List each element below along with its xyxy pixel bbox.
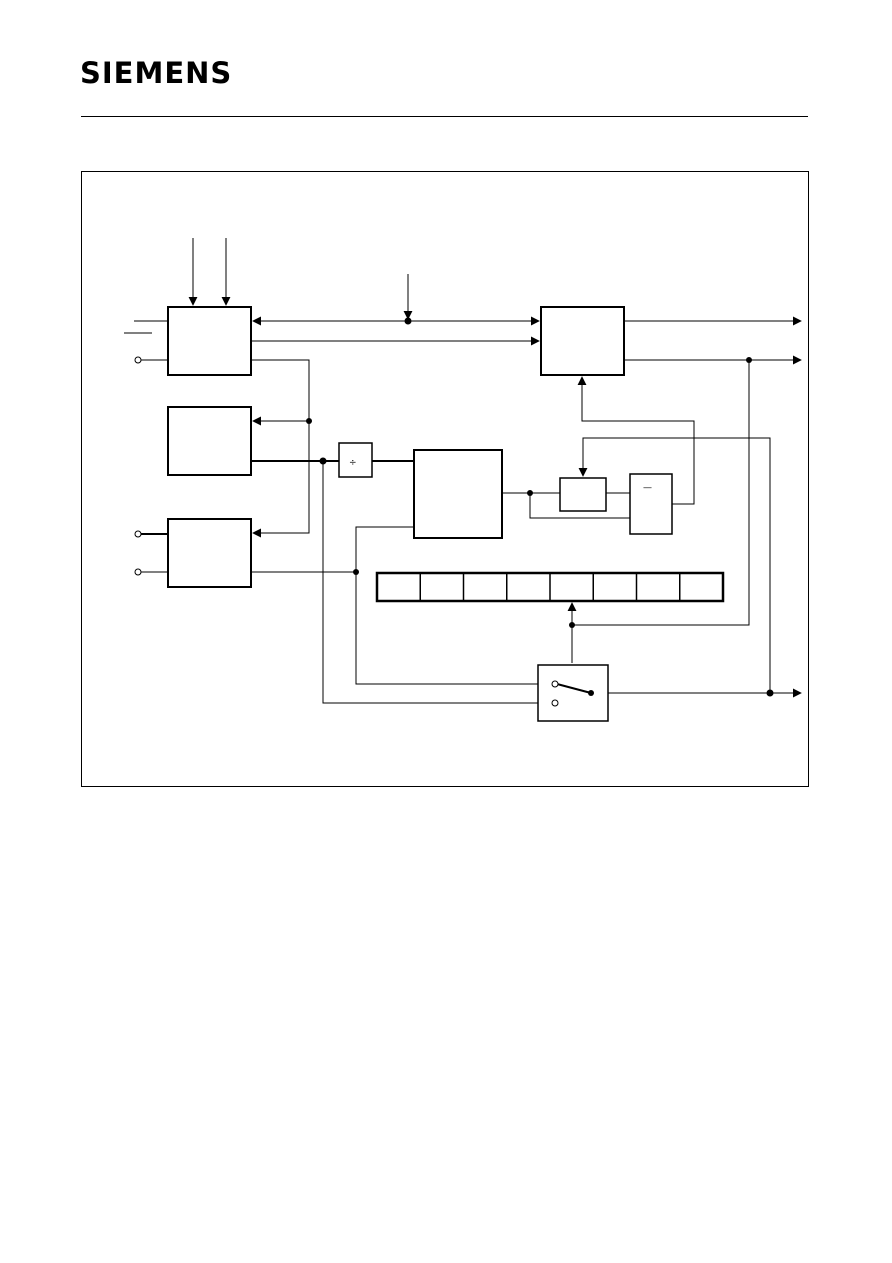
block-oscillator: [167, 406, 252, 476]
junction-dot: [588, 690, 594, 696]
switch-contact: [551, 680, 559, 688]
input-stage-line: [251, 571, 538, 685]
block-input-interface: [167, 306, 252, 376]
counter-feed-line: [355, 526, 414, 572]
terminal-pin: [134, 356, 142, 364]
block-switch: [537, 664, 609, 722]
diagram-frame: [81, 171, 809, 787]
control-line: [251, 359, 310, 538]
output-to-register: [572, 360, 750, 626]
switch-contact: [551, 699, 559, 707]
overbar-symbol: —: [643, 483, 652, 493]
siemens-logo: SIEMENS: [80, 56, 233, 90]
counter-to-comparator: [529, 493, 630, 519]
osc-bypass-line: [322, 461, 538, 704]
divider-symbol: ÷: [349, 458, 357, 468]
junction-dot: [746, 357, 752, 363]
block-input-stage: [167, 518, 252, 588]
comparator-feedback: [577, 376, 695, 505]
block-latch: [559, 477, 607, 512]
junction-dot: [319, 457, 327, 465]
junction-dot: [404, 317, 412, 325]
junction-dot: [569, 622, 575, 628]
header-rule: [81, 116, 808, 117]
output-feedback-latch: [578, 437, 771, 693]
block-counter: [413, 449, 503, 539]
junction-dot: [353, 569, 359, 575]
block-output-logic: [540, 306, 625, 376]
junction-dot: [766, 689, 774, 697]
terminal-pin: [134, 568, 142, 576]
junction-dot: [527, 490, 533, 496]
terminal-pin: [134, 530, 142, 538]
block-divider: [338, 442, 373, 478]
switch-blade: [556, 683, 592, 694]
shift-register: [375, 571, 725, 603]
junction-dot: [306, 418, 312, 424]
